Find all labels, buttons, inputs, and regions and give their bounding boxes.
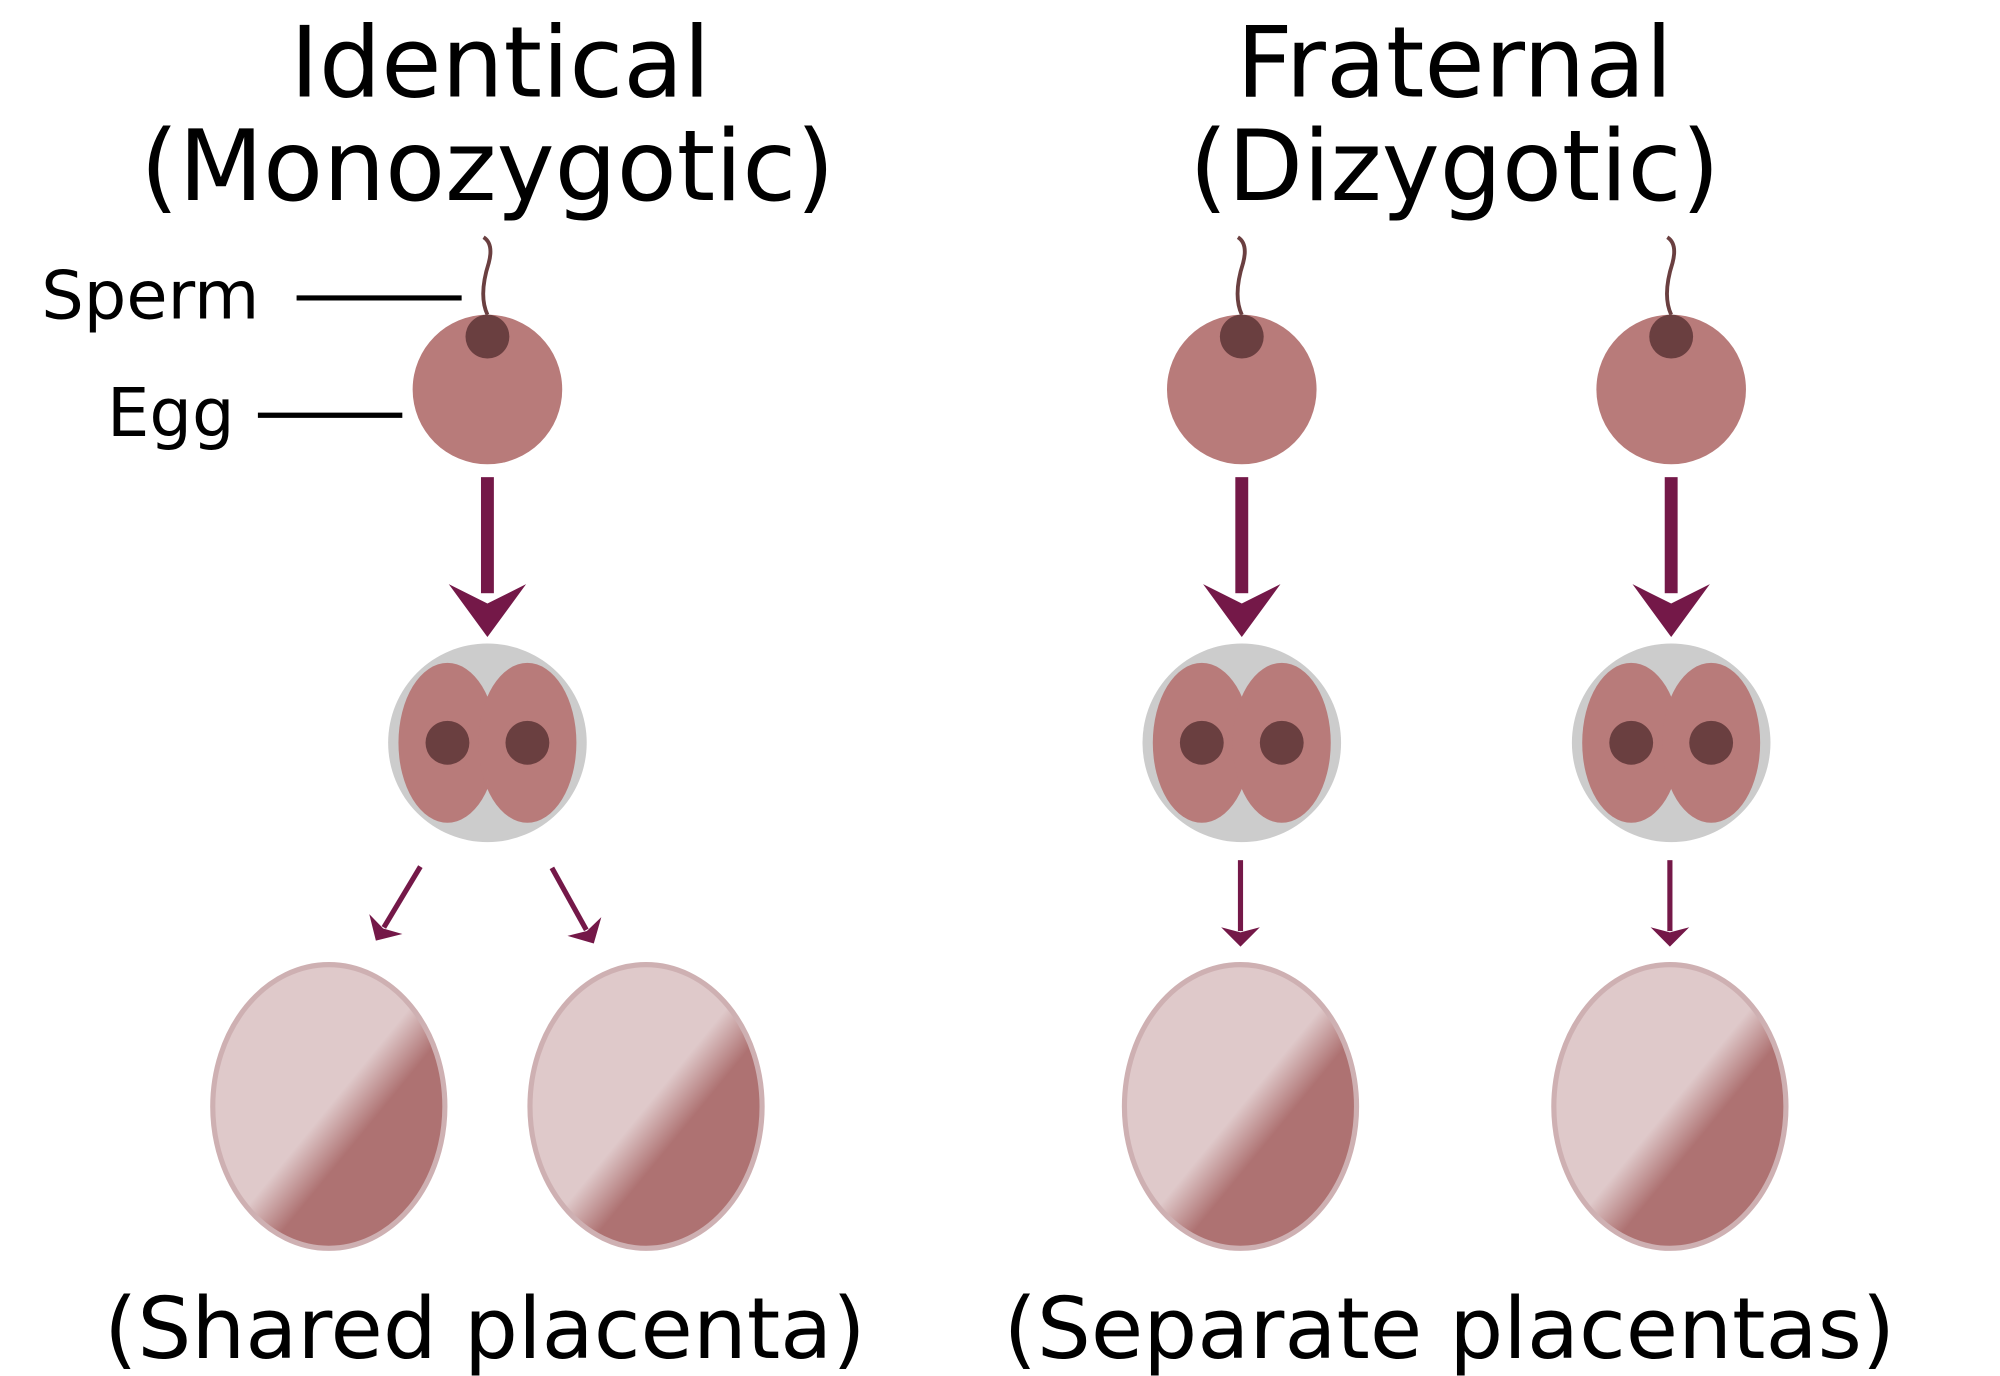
fraternal-down-arrow-2-icon (1632, 477, 1710, 638)
fraternal-fertilized-egg-2-icon (1594, 235, 1748, 467)
fraternal-title: Fraternal (1236, 7, 1672, 121)
fraternal-placenta-2-icon (1554, 965, 1786, 1249)
identical-subtitle: (Monozygotic) (140, 110, 834, 224)
identical-down-arrow-icon (448, 477, 527, 638)
identical-placenta-left-icon (213, 965, 445, 1249)
identical-fertilized-egg-icon (410, 235, 565, 467)
identical-caption: (Shared placenta) (104, 1280, 865, 1376)
fraternal-subtitle: (Dizygotic) (1189, 110, 1719, 224)
fraternal-small-arrow-2-icon (1650, 860, 1690, 947)
identical-placenta-right-icon (530, 965, 762, 1249)
sperm-label: Sperm (41, 257, 259, 335)
egg-label: Egg (107, 374, 234, 452)
identical-split-arrow-left-icon (359, 856, 437, 951)
fraternal-two-cell-embryo-1-icon (1142, 643, 1342, 843)
fraternal-down-arrow-1-icon (1203, 477, 1281, 638)
fraternal-placenta-1-icon (1124, 965, 1356, 1249)
fraternal-two-cell-embryo-2-icon (1571, 643, 1771, 843)
identical-split-arrow-right-icon (534, 858, 611, 953)
fraternal-fertilized-egg-1-icon (1165, 235, 1319, 467)
fraternal-small-arrow-1-icon (1221, 860, 1260, 947)
identical-title: Identical (290, 7, 710, 121)
identical-two-cell-embryo-icon (388, 643, 587, 843)
fraternal-caption: (Separate placentas) (1004, 1280, 1896, 1376)
